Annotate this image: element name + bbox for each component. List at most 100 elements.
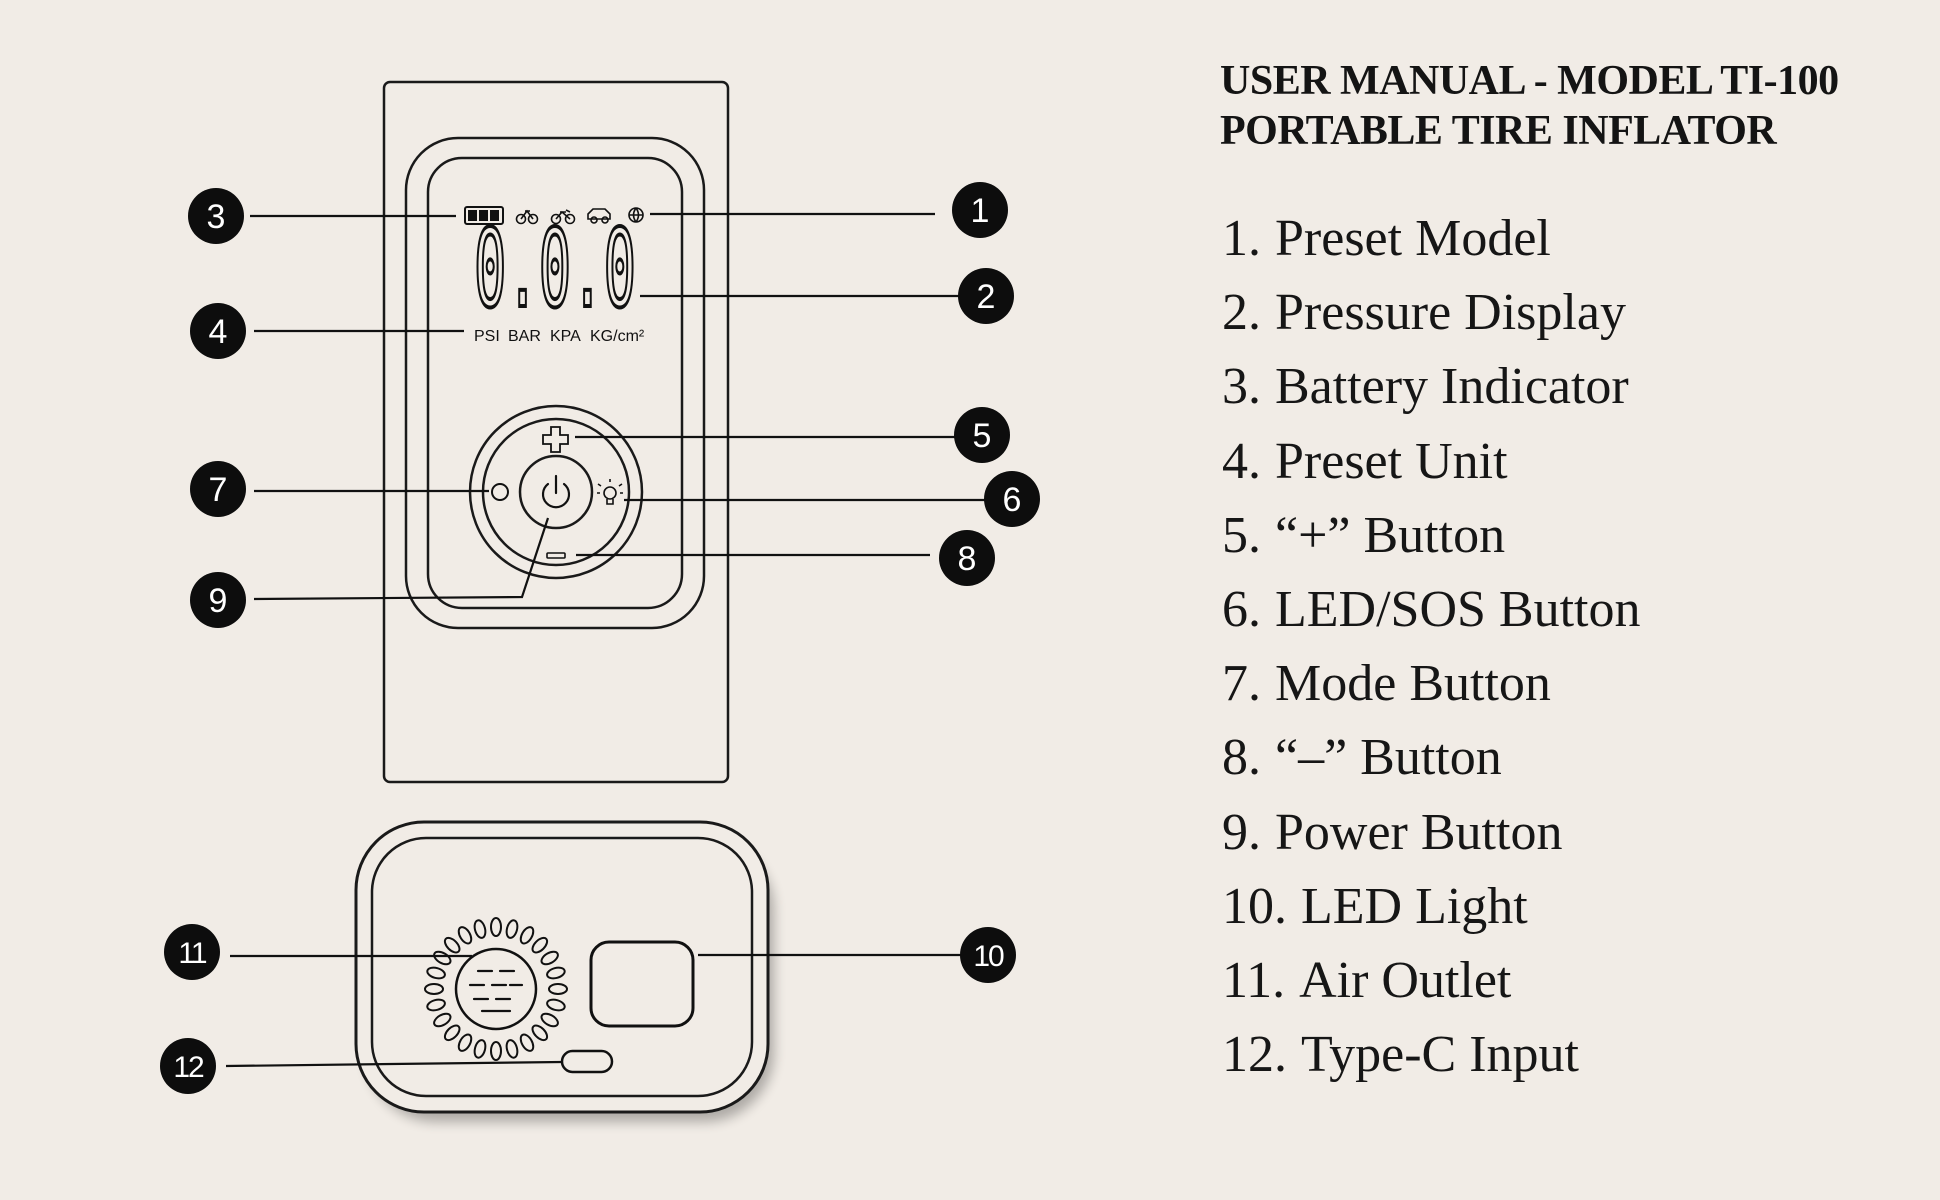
vent-hole [540, 950, 559, 966]
device-front-view [382, 80, 730, 784]
vent-hole [531, 936, 549, 954]
pressure-display: 0.0.0 [472, 205, 638, 334]
led-sos-button[interactable] [597, 479, 623, 505]
legend-label: LED Light [1301, 877, 1528, 935]
vent-hole [546, 966, 566, 980]
battery-icon [464, 206, 504, 225]
callout-12: 12 [160, 1038, 216, 1094]
vent-hole [433, 1012, 452, 1028]
vent-hole [426, 998, 446, 1012]
callout-5: 5 [954, 407, 1010, 463]
legend-label: Type-C Input [1301, 1026, 1579, 1084]
legend-number: 3. [1222, 358, 1261, 416]
manual-title-line2: PORTABLE TIRE INFLATOR [1220, 108, 1777, 154]
legend-number: 1. [1222, 210, 1261, 267]
vent-hole [457, 926, 473, 945]
vent-hole [490, 1041, 502, 1061]
pressure-reading: 0.0.0 [474, 207, 636, 332]
manual-title-line1: USER MANUAL - MODEL TI-100 [1220, 58, 1839, 104]
vent-hole [433, 950, 452, 966]
unit-kgcm2: KG/cm² [590, 328, 645, 345]
vent-hole [540, 1012, 559, 1028]
callout-7: 7 [190, 461, 246, 517]
plus-button[interactable] [542, 426, 569, 453]
power-button[interactable] [518, 454, 594, 530]
callout-8: 8 [939, 530, 995, 586]
manual-title: USER MANUAL - MODEL TI-100 PORTABLE TIRE… [1220, 56, 1920, 156]
svg-text:2: 2 [977, 278, 996, 316]
legend-number: 5. [1222, 506, 1261, 564]
bottom-body-inner [370, 836, 754, 1098]
legend-number: 9. [1222, 803, 1261, 861]
minus-button[interactable] [546, 552, 566, 559]
legend-number: 12. [1222, 1026, 1287, 1084]
vent-hole [505, 919, 519, 939]
svg-text:7: 7 [209, 471, 228, 509]
svg-text:1: 1 [971, 192, 990, 230]
parts-legend: 1.Preset Model 2.Pressure Display 3.Batt… [1222, 202, 1641, 1092]
svg-text:8: 8 [958, 540, 977, 578]
legend-label: “–” Button [1275, 729, 1502, 787]
callout-1: 1 [952, 182, 1008, 238]
vent-holes [424, 917, 568, 1061]
vent-hole [426, 966, 446, 980]
legend-item: 1.Preset Model [1222, 202, 1641, 276]
device-bottom-view [354, 820, 774, 1122]
legend-item: 7.Mode Button [1222, 647, 1641, 721]
type-c-port[interactable] [560, 1049, 614, 1074]
led-light [589, 940, 695, 1028]
legend-label: Air Outlet [1299, 951, 1512, 1009]
svg-text:6: 6 [1003, 481, 1022, 519]
legend-number: 10. [1222, 877, 1287, 935]
bottom-body-outer [354, 820, 770, 1114]
minus-icon [546, 552, 566, 559]
callout-3: 3 [188, 188, 244, 244]
legend-number: 7. [1222, 655, 1261, 713]
vent-hole [457, 1033, 473, 1052]
svg-text:12: 12 [173, 1051, 204, 1084]
legend-item: 10.LED Light [1222, 870, 1641, 944]
mode-button[interactable] [491, 483, 509, 501]
legend-number: 8. [1222, 729, 1261, 787]
svg-text:3: 3 [207, 198, 226, 236]
callouts: 1 2 3 4 5 6 7 8 9 10 11 12 [160, 182, 1040, 1094]
vent-hole [473, 1039, 487, 1059]
callout-6: 6 [984, 471, 1040, 527]
legend-item: 12.Type-C Input [1222, 1018, 1641, 1092]
ball-icon [628, 207, 644, 223]
legend-item: 3.Battery Indicator [1222, 350, 1641, 424]
display-panel-inner [426, 156, 684, 610]
plus-icon [542, 426, 569, 453]
vent-hole [546, 998, 566, 1012]
vent-hole [424, 983, 444, 995]
legend-number: 4. [1222, 432, 1261, 490]
legend-item: 4.Preset Unit [1222, 425, 1641, 499]
legend-label: “+” Button [1275, 506, 1506, 564]
motorcycle-icon [550, 209, 576, 225]
display-panel-outer [404, 136, 706, 630]
legend-number: 11. [1222, 951, 1286, 1009]
vent-hole [519, 1033, 535, 1052]
callout-9: 9 [190, 572, 246, 628]
vent-hole [443, 1024, 461, 1042]
legend-label: Battery Indicator [1275, 358, 1629, 416]
air-outlet[interactable] [424, 917, 568, 1061]
callout-4: 4 [190, 303, 246, 359]
vent-hole [443, 936, 461, 954]
svg-text:9: 9 [209, 582, 228, 620]
unit-labels: PSI BAR KPA KG/cm² [474, 328, 645, 345]
legend-label: Preset Unit [1275, 432, 1508, 490]
callout-2: 2 [958, 268, 1014, 324]
air-outlet-slots [468, 969, 524, 1013]
legend-label: LED/SOS Button [1275, 580, 1641, 638]
legend-item: 6.LED/SOS Button [1222, 573, 1641, 647]
vent-hole [505, 1039, 519, 1059]
legend-label: Power Button [1275, 803, 1563, 861]
device-body [382, 80, 730, 784]
callout-10: 10 [960, 927, 1016, 983]
svg-text:5: 5 [973, 417, 992, 455]
vent-hole [548, 983, 568, 995]
legend-number: 2. [1222, 284, 1261, 342]
bulb-icon [597, 479, 623, 505]
